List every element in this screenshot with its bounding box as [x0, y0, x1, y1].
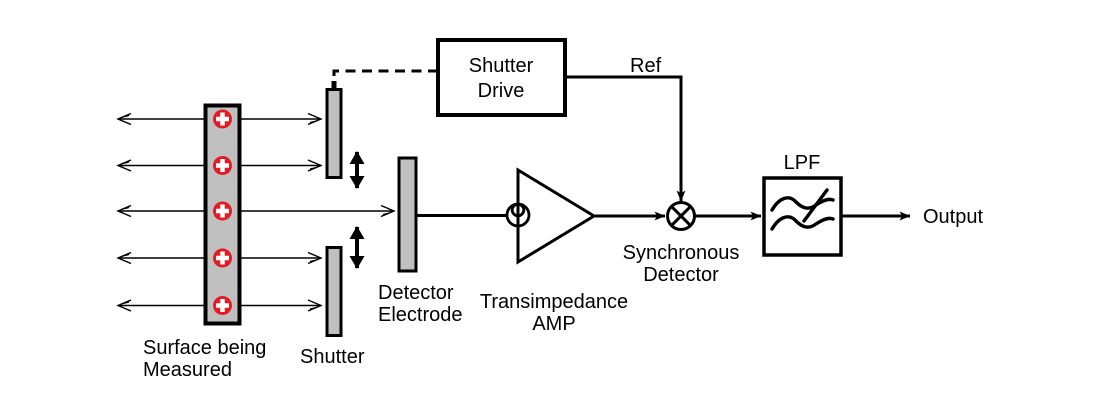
sync-detector-label-line1: Synchronous: [623, 242, 740, 264]
surface-label-line1: Surface being: [143, 337, 266, 359]
shutter-plate-top: [325, 88, 343, 179]
transimpedance-label-line1: Transimpedance: [480, 291, 628, 313]
positive-charge: [213, 156, 232, 175]
lpf-wave-bottom: [770, 215, 835, 231]
field-lines: [116, 112, 396, 312]
shutter-label: Shutter: [300, 346, 365, 368]
shutter-plate-bottom: [325, 246, 343, 337]
positive-charge: [213, 248, 232, 268]
synchronous-detector: Synchronous Detector: [623, 201, 762, 286]
detector-electrode-label-line1: Detector: [378, 282, 454, 304]
lpf-label: LPF: [784, 152, 821, 174]
shutter-drive-box: [436, 38, 567, 117]
amp-input-source-symbol-inner: [510, 202, 526, 218]
shutter: [325, 81, 365, 337]
lpf-wave-slash: [802, 188, 829, 223]
detector-electrode-label-line2: Electrode: [378, 304, 463, 326]
transimpedance-amp: [505, 167, 666, 265]
transimpedance-label-line2: AMP: [532, 313, 575, 335]
ref-line: [565, 75, 686, 202]
lpf-box: [762, 176, 843, 257]
surface-being-measured: [203, 103, 242, 326]
positive-charge: [213, 109, 232, 129]
output-connection: Output: [841, 206, 983, 228]
shutter-drive-label-line1: Shutter: [469, 55, 534, 77]
detector-electrode-block: [397, 156, 506, 273]
surface-plate: [203, 103, 242, 326]
mixer-cross: [670, 205, 692, 227]
output-label: Output: [923, 206, 983, 228]
ref-connection: Ref: [565, 55, 686, 202]
positive-charge: [213, 296, 232, 315]
surface-label-line2: Measured: [143, 359, 232, 381]
lpf-block: LPF: [762, 152, 843, 257]
captions: Detector Electrode Transimpedance AMP Su…: [143, 282, 628, 381]
detector-electrode-plate: [397, 156, 418, 273]
shutter-drive-label-line2: Drive: [478, 80, 525, 102]
positive-charge: [213, 201, 232, 221]
lpf-wave-top: [770, 196, 835, 212]
ref-label: Ref: [630, 55, 662, 77]
sync-detector-label-line2: Detector: [643, 264, 719, 286]
shutter-drive-block: Shutter Drive: [436, 38, 567, 117]
shutter-drive-linkage-dashed: [332, 69, 438, 87]
